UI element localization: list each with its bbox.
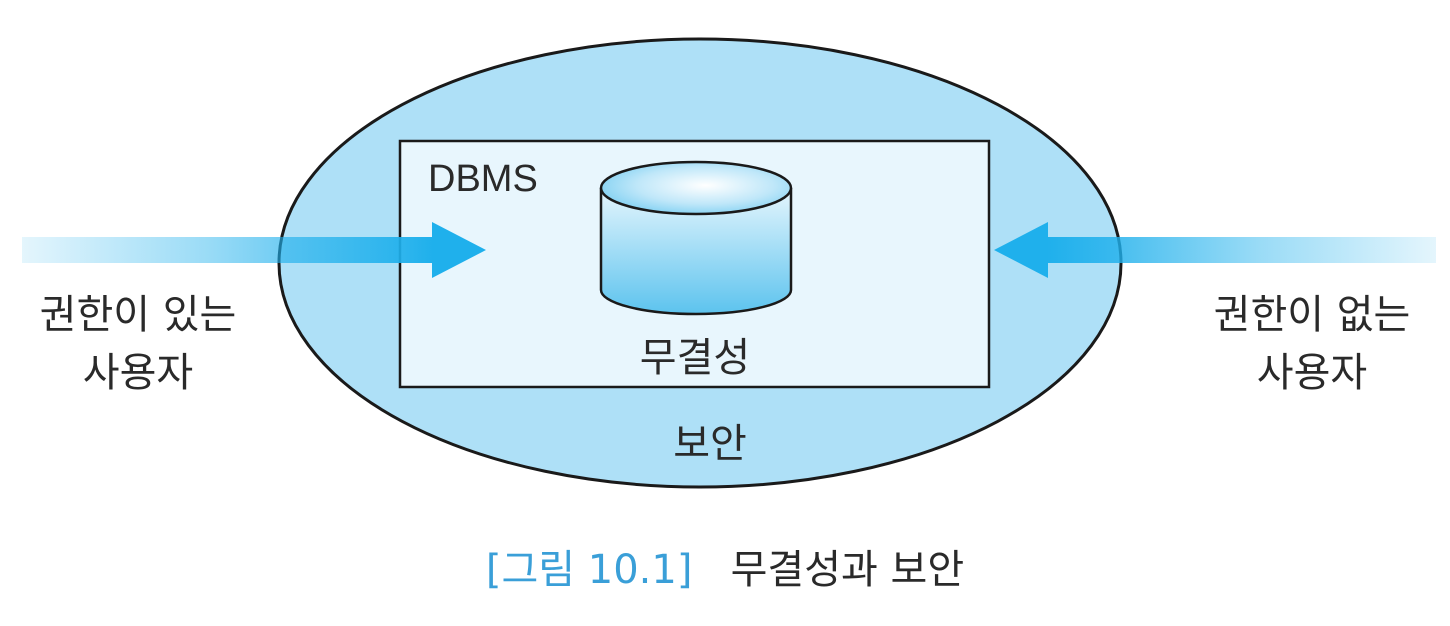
unauthorized-access-arrow — [994, 222, 1436, 278]
figure-title: 무결성과 보안 — [730, 547, 965, 593]
dbms-label: DBMS — [428, 158, 538, 200]
authorized-access-arrow — [22, 222, 486, 278]
unauthorized-user-label: 권한이 없는 사용자 — [1192, 286, 1432, 402]
figure-caption: [그림 10.1] 무결성과 보안 — [0, 550, 1450, 590]
unauthorized-user-label-line2: 사용자 — [1256, 350, 1368, 396]
authorized-user-label-line2: 사용자 — [82, 350, 194, 396]
security-label: 보안 — [673, 421, 747, 467]
authorized-user-label: 권한이 있는 사용자 — [18, 286, 258, 402]
unauthorized-user-label-line1: 권한이 없는 — [1213, 292, 1411, 338]
figure-number: [그림 10.1] — [485, 547, 693, 593]
database-cylinder-icon — [599, 160, 793, 316]
authorized-user-label-line1: 권한이 있는 — [39, 292, 237, 338]
integrity-label: 무결성 — [639, 335, 751, 381]
